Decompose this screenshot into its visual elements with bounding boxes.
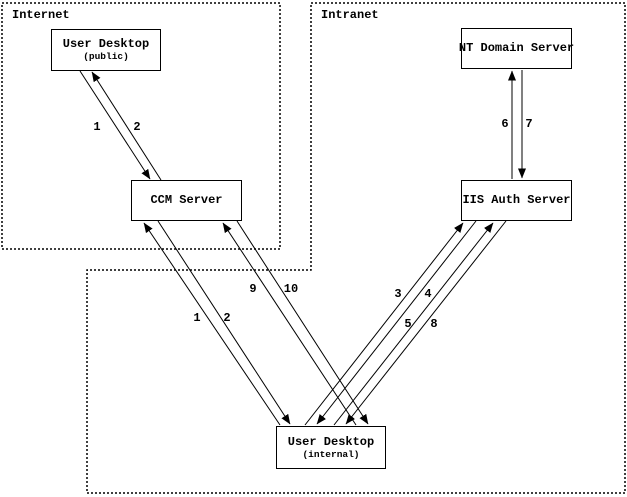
edge-line-user-desktop-internal-to-iis-auth-server-5 (333, 222, 494, 426)
node-label-user-desktop-public: User Desktop (62, 37, 150, 51)
node-label-iis-auth-server: IIS Auth Server (462, 193, 571, 207)
zone-label-intranet: Intranet (321, 8, 379, 22)
node-label-nt-domain-server: NT Domain Server (458, 41, 575, 55)
edge-line-user-desktop-internal-to-ccm-server-9 (222, 222, 357, 426)
edge-label-10: 10 (284, 282, 298, 296)
edge-label-1: 1 (93, 120, 100, 134)
node-ccm-server: CCM Server (131, 180, 242, 221)
edge-label-2: 2 (223, 311, 230, 325)
edge-label-7: 7 (525, 117, 532, 131)
edge-label-5: 5 (404, 317, 411, 331)
node-label-user-desktop-internal: User Desktop (287, 434, 375, 449)
node-label-ccm-server: CCM Server (150, 193, 223, 207)
edge-label-2: 2 (133, 120, 140, 134)
edge-line-iis-auth-server-to-user-desktop-internal-8 (345, 220, 507, 425)
node-sublabel-user-desktop-public: (public) (83, 51, 129, 62)
edge-line-user-desktop-public-to-ccm-server-1 (79, 70, 151, 180)
node-sublabel-user-desktop-internal: (internal) (302, 448, 360, 460)
edge-label-3: 3 (394, 287, 401, 301)
edge-label-6: 6 (501, 117, 508, 131)
node-user-desktop-internal: User Desktop(internal) (276, 426, 386, 469)
edge-line-user-desktop-internal-to-iis-auth-server-3 (304, 222, 464, 426)
edge-line-user-desktop-internal-to-ccm-server-1 (143, 222, 281, 426)
zone-label-internet: Internet (12, 8, 70, 22)
edge-label-4: 4 (424, 287, 431, 301)
node-iis-auth-server: IIS Auth Server (461, 180, 572, 221)
zone-internet-outline (1, 2, 281, 250)
node-nt-domain-server: NT Domain Server (458, 28, 575, 69)
edge-label-9: 9 (249, 282, 256, 296)
edge-label-8: 8 (430, 317, 437, 331)
edge-line-iis-auth-server-to-user-desktop-internal-4 (316, 220, 477, 425)
zone-intranet-outline (86, 2, 626, 494)
edge-line-ccm-server-to-user-desktop-internal-2 (157, 220, 291, 425)
edge-label-1: 1 (193, 311, 200, 325)
edge-line-ccm-server-to-user-desktop-internal-10 (236, 220, 369, 425)
edge-line-ccm-server-to-user-desktop-public-2 (91, 71, 162, 181)
node-user-desktop-public: User Desktop(public) (51, 29, 161, 71)
